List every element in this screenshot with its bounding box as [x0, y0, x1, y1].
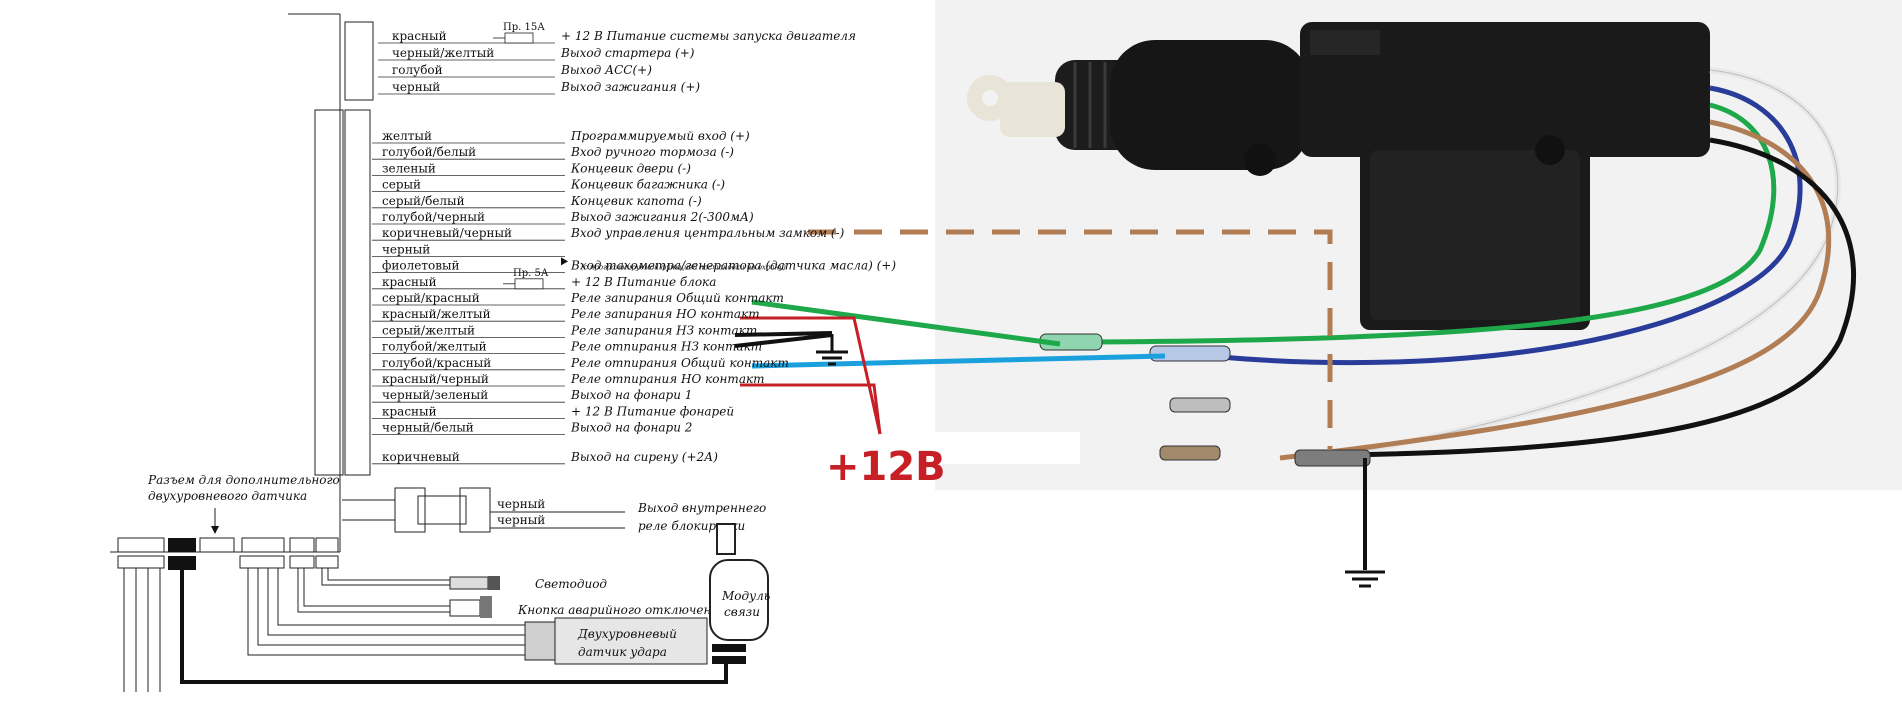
door-lock-actuator	[967, 22, 1710, 330]
main-group-row: серый/желтый Реле запирания НЗ контакт	[372, 323, 757, 338]
main-group-wire-function: Реле запирания Общий контакт	[570, 291, 784, 305]
main-group-wire-color: черный/зеленый	[382, 388, 488, 402]
relay-function-line1: Выход внутреннего	[637, 501, 766, 515]
top-group-wire-function: Выход зажигания (+)	[560, 80, 700, 94]
main-group-wire-color: красный/черный	[382, 372, 489, 386]
main-group-wire-color: голубой/черный	[382, 210, 485, 224]
main-group-wire-color: черный	[382, 242, 430, 256]
main-group-wire-function: Выход на фонари 1	[570, 388, 692, 402]
wire-terminals	[1039, 333, 1371, 467]
main-group-wire-color: желтый	[382, 129, 432, 143]
main-group-wire-color: серый	[382, 178, 421, 192]
main-group-wire-function: Вход ручного тормоза (-)	[570, 145, 734, 159]
top-group-wire-color: черный	[392, 80, 440, 94]
main-group-row: зеленый Концевик двери (-)	[372, 161, 691, 176]
main-group-wire-function: + 12 В Питание фонарей	[571, 404, 734, 418]
actuator-wires	[1084, 67, 1857, 463]
top-group-rows: красный + 12 В Питание системы запуска дв…	[378, 22, 856, 95]
main-group-wire-function: + 12 В Питание блока	[571, 275, 716, 289]
main-group-row: голубой/желтый Реле отпирания НЗ контакт	[372, 340, 762, 355]
peripheral-wiring: Светодиод Кнопка аварийного отключения Д…	[180, 523, 770, 684]
main-group-row: коричневый/черный Вход управления централ…	[372, 226, 845, 241]
main-group-wire-function: Выход на сирену (+2А)	[570, 450, 718, 464]
main-group-wire-color: красный/желтый	[382, 307, 491, 321]
main-group-wire-color: красный	[382, 404, 437, 418]
top-group-row: черный/желтый Выход стартера (+)	[378, 46, 695, 61]
main-group-wire-color: серый/белый	[382, 194, 465, 208]
main-group-wire-color: красный	[382, 275, 437, 289]
main-group-wire-color: серый/желтый	[382, 323, 475, 337]
top-group-wire-function: + 12 В Питание системы запуска двигателя	[561, 29, 856, 43]
shock-sensor-line2: датчик удара	[578, 645, 667, 659]
main-group-row: фиолетовый Вход тахометра/генератора (дат…	[372, 259, 896, 274]
bottom-connectors: Разъем для дополнительного двухуровневог…	[110, 473, 340, 692]
main-group-wire-function: Выход зажигания 2(-300мА)	[570, 210, 754, 224]
comm-module-line2: связи	[724, 605, 760, 619]
main-group-row: голубой/черный Выход зажигания 2(-300мА)	[372, 210, 754, 225]
main-group-row: коричневый Выход на сирену (+2А)	[372, 450, 718, 465]
top-group-wire-function: Выход стартера (+)	[560, 46, 695, 60]
main-group-wire-note: (с программируемой функцией постановки н…	[581, 263, 786, 271]
main-group-wire-color: черный/белый	[382, 421, 474, 435]
main-group-wire-function: Вход тахометра/генератора (датчика масла…	[570, 259, 896, 273]
main-group-row: черный/зеленый Выход на фонари 1	[372, 388, 692, 403]
main-group-row: красный/черный Реле отпирания НО контакт	[372, 372, 765, 387]
main-group-wire-color: голубой/белый	[382, 145, 476, 159]
alarm-unit-outline	[288, 13, 374, 552]
main-group-row: красный + 12 В Питание фонарей	[372, 404, 734, 419]
main-group-wire-function: Реле отпирания НЗ контакт	[570, 340, 762, 354]
led-label: Светодиод	[535, 577, 607, 591]
main-group-row: красный/желтый Реле запирания НО контакт	[372, 307, 760, 322]
main-group-wire-function: Программируемый вход (+)	[570, 129, 750, 143]
top-group-wire-function: Выход АСС(+)	[560, 63, 652, 77]
top-group-wire-color: черный/желтый	[392, 46, 494, 60]
connection-lines	[734, 229, 1385, 588]
relay-wire-2: черный	[497, 513, 545, 527]
main-group-wire-color: коричневый	[382, 450, 460, 464]
top-group-row: голубой Выход АСС(+)	[378, 63, 652, 78]
main-group-wire-function: Реле отпирания Общий контакт	[570, 356, 789, 370]
main-group-row: черный (с программируемой функцией постан…	[372, 242, 786, 271]
sensor-connector-line2: двухуровневого датчика	[148, 489, 307, 503]
main-group-wire-color: коричневый/черный	[382, 226, 512, 240]
main-group-row: черный/белый Выход на фонари 2	[372, 421, 692, 436]
main-group-wire-color: голубой/желтый	[382, 340, 487, 354]
main-group-row: красный + 12 В Питание блока Пр. 5А	[372, 268, 716, 290]
main-group-wire-function: Реле запирания НЗ контакт	[570, 323, 757, 337]
main-group-wire-color: фиолетовый	[382, 259, 460, 273]
top-group-fuse-label: Пр. 15А	[503, 22, 545, 33]
plus12-label: +12В	[826, 444, 946, 490]
top-group-wire-color: голубой	[392, 63, 443, 77]
relay-wire-1: черный	[497, 497, 545, 511]
main-group-fuse-label: Пр. 5А	[513, 268, 549, 279]
main-group-row: голубой/красный Реле отпирания Общий конт…	[372, 356, 789, 371]
main-group-row: голубой/белый Вход ручного тормоза (-)	[372, 145, 734, 160]
main-group-wire-color: серый/красный	[382, 291, 480, 305]
main-group-wire-function: Концевик двери (-)	[570, 161, 691, 175]
main-group-wire-function: Вход управления центральным замком (-)	[570, 226, 845, 240]
comm-module-line1: Модуль	[721, 589, 770, 603]
main-group-wire-function: Реле запирания НО контакт	[570, 307, 760, 321]
shock-sensor-line1: Двухуровневый	[577, 627, 677, 641]
main-group-rows: желтый Программируемый вход (+) голубой/бе…	[372, 129, 896, 465]
main-group-wire-function: Выход на фонари 2	[570, 421, 692, 435]
relay-block: черный черный Выход внутреннего реле бло…	[342, 487, 766, 533]
main-group-wire-color: зеленый	[382, 161, 436, 175]
main-group-row: серый Концевик багажника (-)	[372, 178, 725, 193]
sensor-connector-line1: Разъем для дополнительного	[147, 473, 340, 487]
emergency-button-label: Кнопка аварийного отключения	[517, 603, 727, 617]
top-group-row: черный Выход зажигания (+)	[378, 80, 700, 95]
main-group-row: желтый Программируемый вход (+)	[372, 129, 750, 144]
photo-white-patch	[935, 432, 1080, 464]
main-group-wire-function: Концевик багажника (-)	[570, 178, 725, 192]
top-group-wire-color: красный	[392, 29, 447, 43]
main-group-row: серый/красный Реле запирания Общий контак…	[372, 291, 784, 306]
main-group-wire-function: Реле отпирания НО контакт	[570, 372, 765, 386]
top-group-row: красный + 12 В Питание системы запуска дв…	[378, 22, 856, 44]
main-group-wire-function: Концевик капота (-)	[570, 194, 702, 208]
main-group-row: серый/белый Концевик капота (-)	[372, 194, 702, 209]
main-group-wire-color: голубой/красный	[382, 356, 491, 370]
